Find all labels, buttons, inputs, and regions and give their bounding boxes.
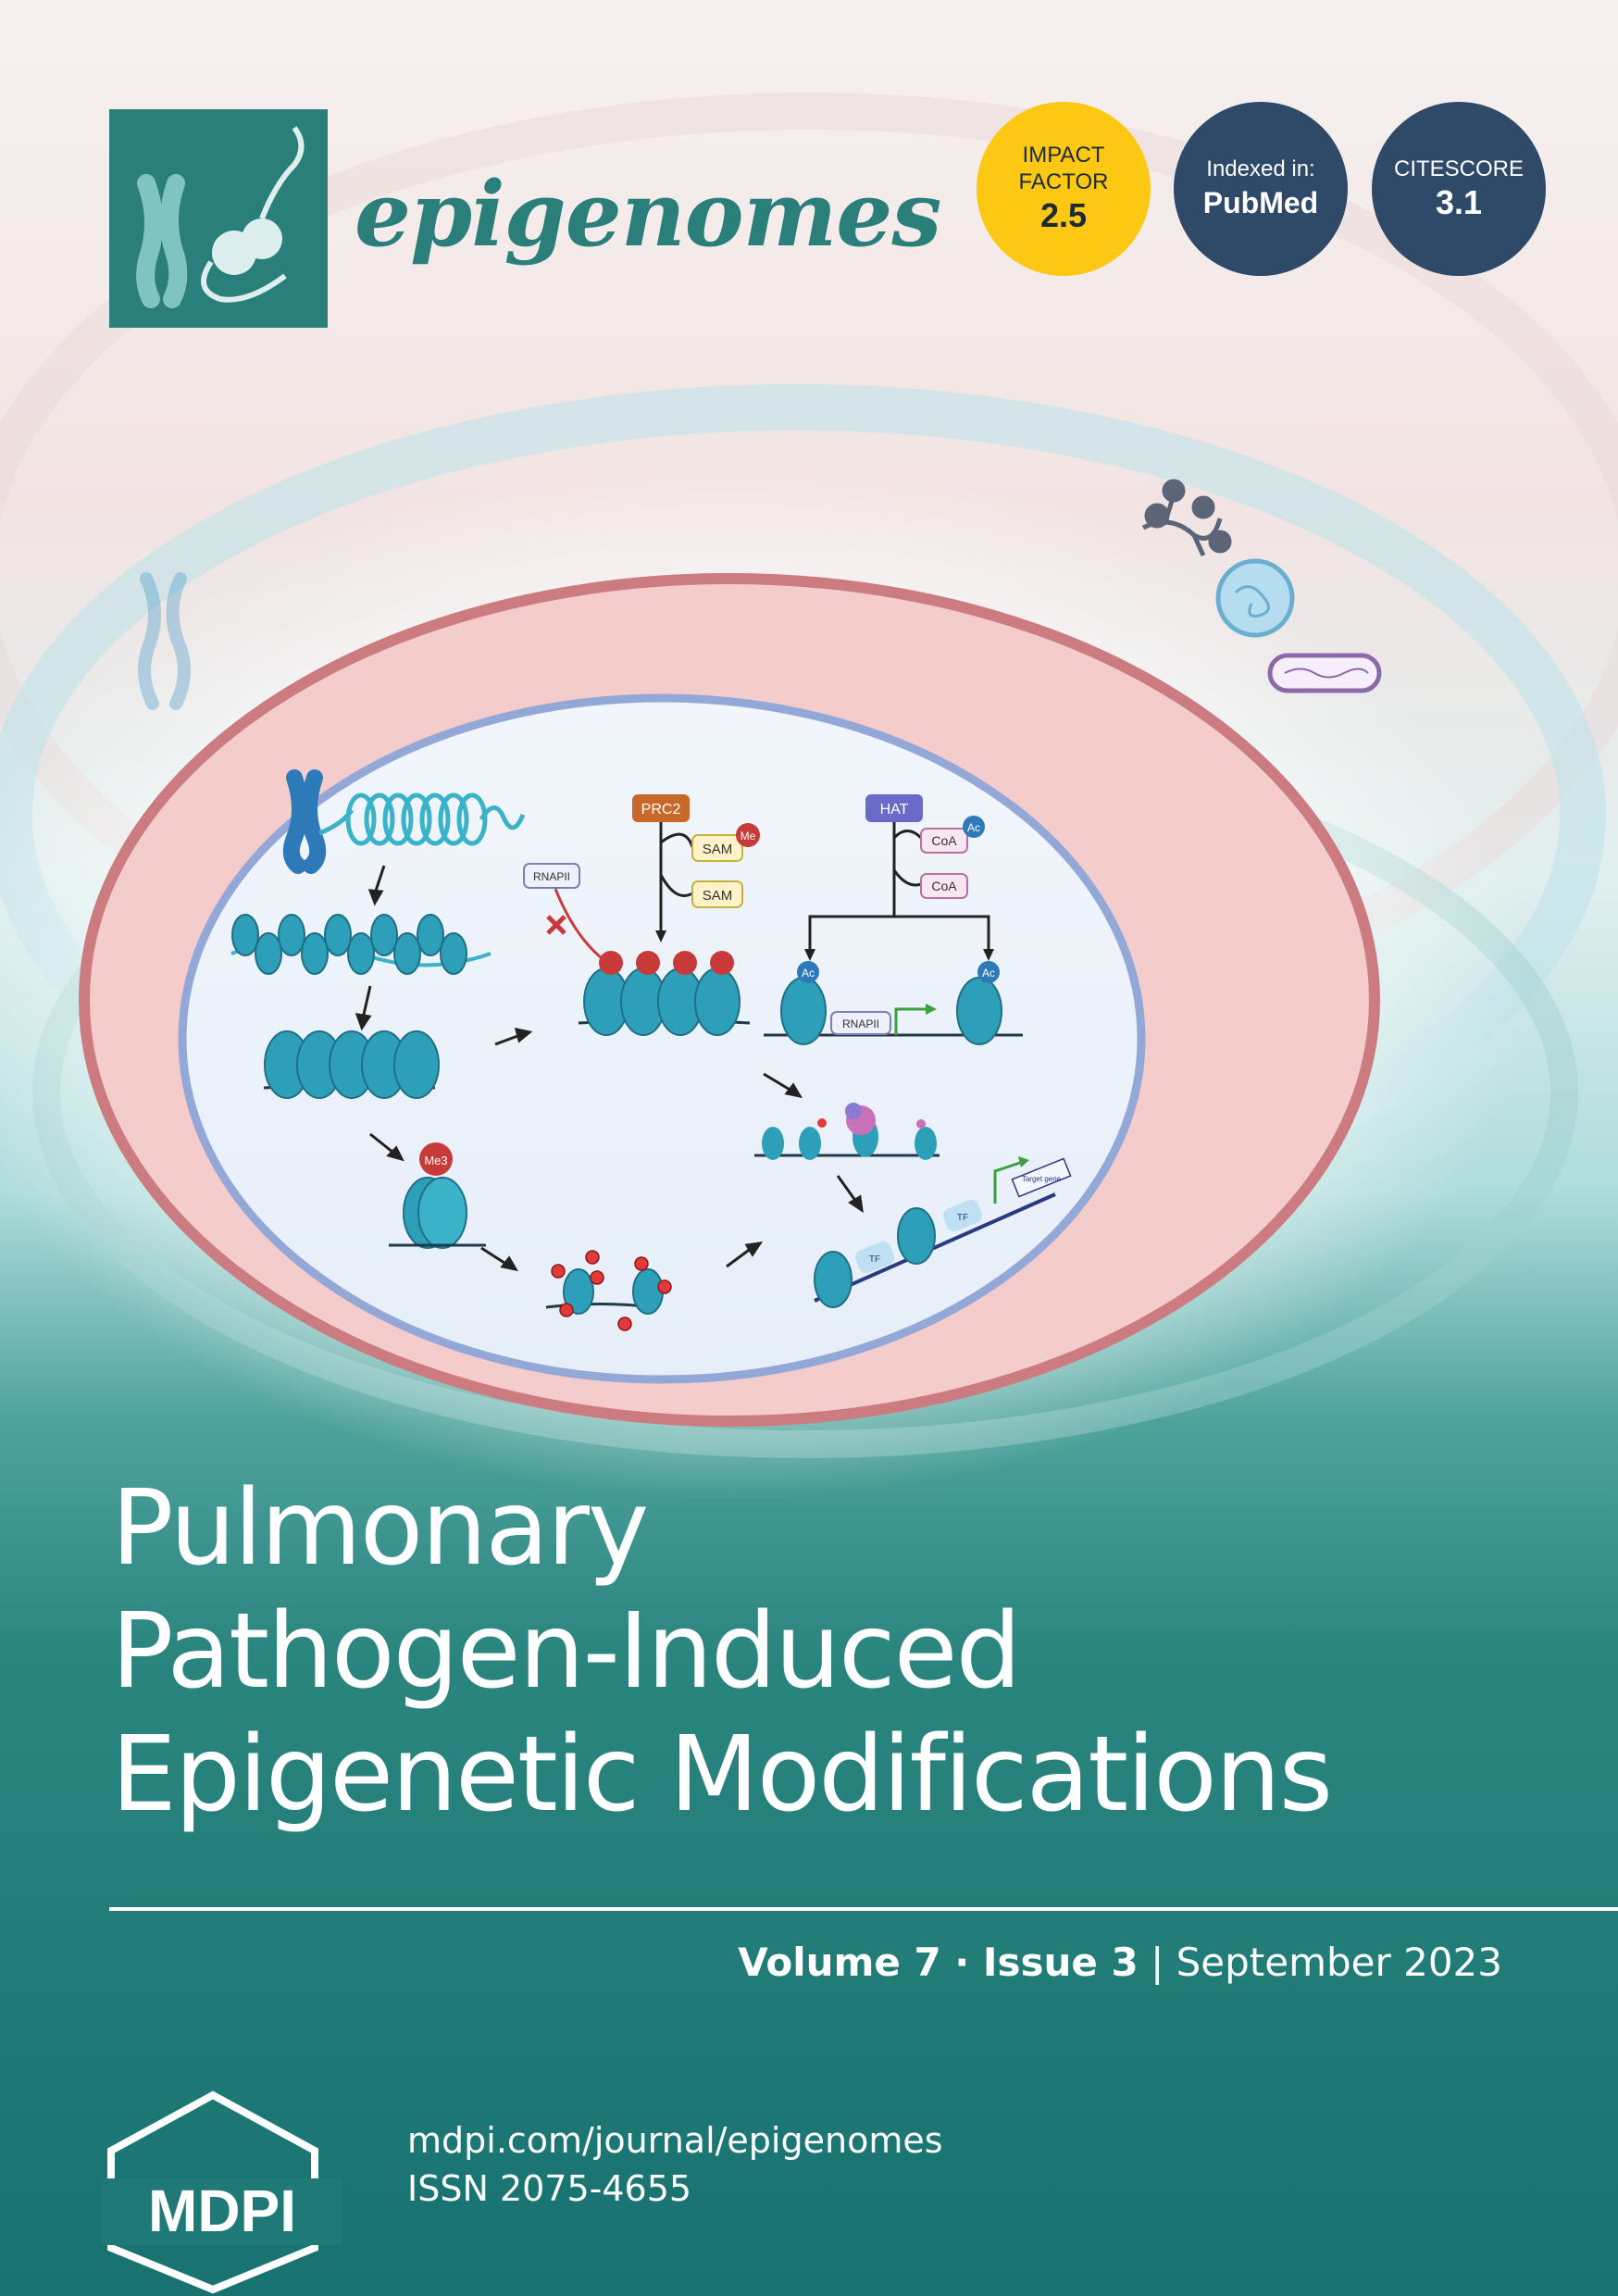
issue-separator-dot: · [940,1940,983,1985]
cover-title: Pulmonary Pathogen-Induced Epigenetic Mo… [111,1467,1333,1837]
me3-nucleosome: Me3 [389,1142,486,1249]
methylated-dna [545,1250,672,1331]
coa-label-2: CoA [931,879,957,893]
mdpi-logo-icon: MDPI [102,2090,342,2294]
impact-factor-value: 2.5 [1039,196,1088,234]
me-label: Me [741,830,756,842]
ac-label-3: Ac [982,967,995,980]
title-line-3: Epigenetic Modifications [111,1715,1333,1835]
dna-coil [318,792,526,846]
journal-url[interactable]: mdpi.com/journal/epigenomes [407,2120,943,2161]
citescore-line1: CITESCORE [1393,156,1524,181]
issue-separator-bar: | [1138,1940,1176,1985]
blurred-chromosome [138,572,191,710]
mdpi-logo-text: MDPI [148,2177,296,2244]
tf-label-1: TF [869,1254,880,1265]
epigenetics-illustration: PRC2 SAM Me SAM RNAPII [230,769,1072,1331]
nucleosomes-open [230,914,492,975]
citescore-value: 3.1 [1435,182,1483,221]
sam-label-2: SAM [703,888,733,904]
journal-name: epigenomes [355,162,941,267]
issn: ISSN 2075-4655 [407,2168,692,2209]
pubmed-value: PubMed [1202,185,1319,219]
ac-label-1: Ac [967,821,980,834]
flow-arrows [355,865,864,1272]
title-line-2: Pathogen-Induced [111,1591,1022,1712]
pathogen-fungus [1141,479,1232,557]
impact-factor-badge: IMPACT FACTOR 2.5 [977,102,1151,276]
hat-label: HAT [880,802,909,817]
coa-label-1: CoA [931,833,957,848]
issue-date: September 2023 [1176,1940,1502,1985]
issue-number-text: Issue 3 [982,1940,1139,1985]
volume-text: Volume 7 [738,1940,941,1985]
sam-label-1: SAM [703,842,733,857]
ac-label-2: Ac [802,967,815,980]
pathogen-virus [1215,558,1295,638]
prc2-methylation: PRC2 SAM Me SAM RNAPII [523,794,760,1036]
nucleosomes-compact [263,1030,440,1099]
title-line-1: Pulmonary [111,1468,649,1589]
prc2-label: PRC2 [641,802,681,817]
pathogen-bacterium [1267,653,1382,693]
rnapii-label-2: RNAPII [842,1017,879,1030]
chromatin-remodeling [754,1103,940,1160]
pubmed-line1: Indexed in: [1206,156,1315,181]
tf-label-2: TF [957,1213,968,1223]
impact-factor-line1: IMPACT [1022,143,1105,168]
issue-info: Volume 7 · Issue 3 | September 2023 [738,1940,1502,1985]
target-gene-label: Target gene [1022,1175,1062,1183]
journal-logo-icon [109,109,328,328]
chromosome-icon [282,769,327,874]
me3-label: Me3 [424,1154,447,1167]
title-divider [109,1907,1618,1911]
transcription-factor-binding: TF TF Target gene [814,1156,1072,1308]
citescore-badge: CITESCORE 3.1 [1372,102,1546,276]
pubmed-badge: Indexed in: PubMed [1174,102,1348,276]
rnapii-label-1: RNAPII [533,870,570,883]
hat-acetylation: HAT CoA Ac CoA Ac Ac [764,794,1023,1045]
impact-factor-line2: FACTOR [1018,169,1109,194]
